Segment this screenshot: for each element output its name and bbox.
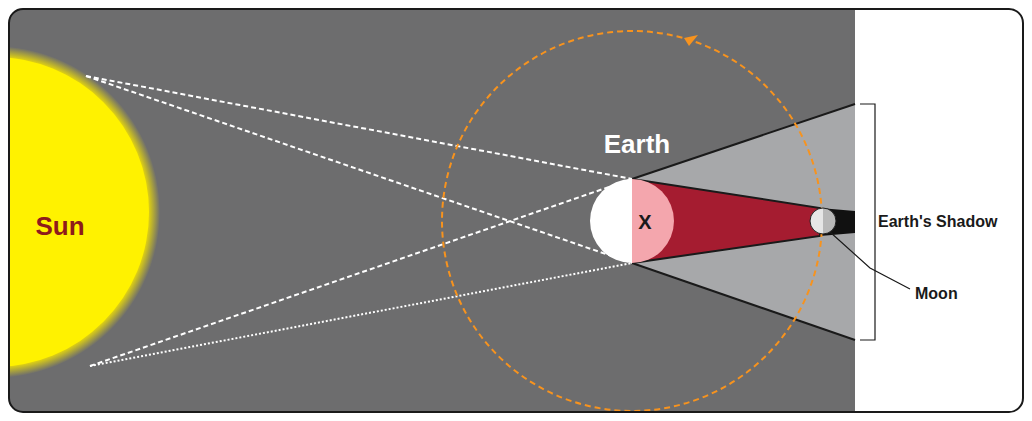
moon-label: Moon <box>915 285 958 303</box>
earth-node: EarthX <box>590 179 674 263</box>
shadow-label: Earth's Shadow <box>878 213 997 231</box>
sun-disc <box>9 57 149 367</box>
earth-day-side <box>590 179 632 263</box>
shadow-bracket <box>860 104 875 340</box>
sun-ray <box>90 263 632 366</box>
orbit-arrow <box>684 35 698 46</box>
frame <box>9 9 1023 412</box>
sun-glow <box>9 46 160 378</box>
earth-label: Earth <box>604 130 670 159</box>
sun-label: Sun <box>35 212 84 241</box>
shadow-edge <box>632 263 855 340</box>
moon-lit <box>810 208 823 234</box>
sun-ray <box>86 76 632 179</box>
umbra <box>632 179 820 263</box>
moon-orbit <box>442 31 822 411</box>
earth-night-side <box>632 179 674 263</box>
sun-ray <box>90 179 632 366</box>
white-ground <box>9 9 1023 412</box>
sun-node: Sun <box>0 58 150 365</box>
x-marker: X <box>638 211 651 233</box>
moon-shaded <box>823 208 836 234</box>
moon-outline <box>810 208 836 234</box>
sun-ray <box>86 76 632 263</box>
leader-line <box>830 232 910 289</box>
umbra-tail <box>820 208 855 236</box>
